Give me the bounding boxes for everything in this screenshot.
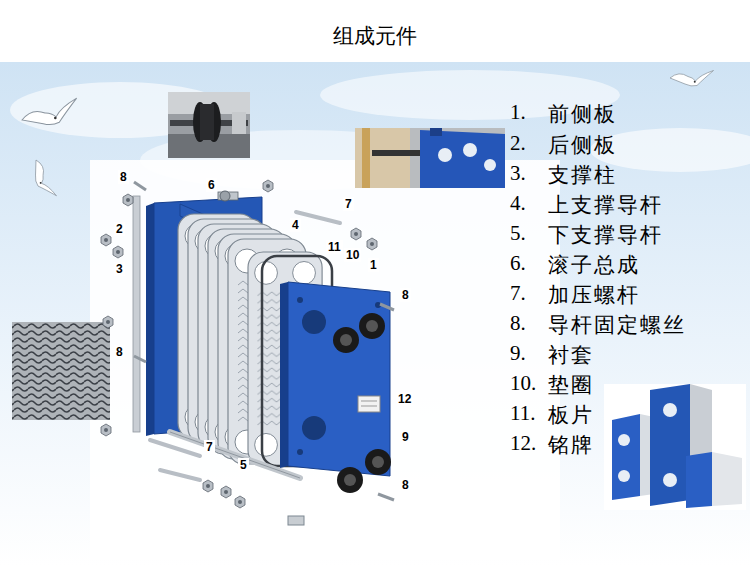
list-item: 前侧板	[548, 100, 617, 128]
list-item: 上支撑导杆	[548, 191, 663, 219]
callout-number: 5	[238, 458, 249, 472]
callout-number: 8	[400, 478, 411, 492]
list-number: 3.	[510, 161, 526, 186]
callout-number: 11	[326, 240, 343, 254]
callout-number: 10	[344, 248, 361, 262]
list-item: 下支撑导杆	[548, 221, 663, 249]
callout-number: 2	[114, 222, 125, 236]
callout-number: 9	[400, 430, 411, 444]
list-item: 铭牌	[548, 431, 594, 459]
list-item: 滚子总成	[548, 251, 640, 279]
callout-number: 7	[204, 440, 215, 454]
callout-number: 8	[114, 345, 125, 359]
callout-number: 8	[400, 288, 411, 302]
list-number: 12.	[510, 431, 536, 456]
list-item: 支撑柱	[548, 161, 617, 189]
list-number: 6.	[510, 251, 526, 276]
list-item: 加压螺杆	[548, 281, 640, 309]
callout-number: 6	[206, 178, 217, 192]
list-item: 板片	[548, 401, 594, 429]
list-number: 11.	[510, 401, 535, 426]
list-number: 1.	[510, 100, 526, 125]
list-number: 7.	[510, 281, 526, 306]
callout-number: 12	[396, 392, 413, 406]
callout-number: 8	[118, 170, 129, 184]
list-item: 衬套	[548, 341, 594, 369]
list-item: 导杆固定螺丝	[548, 311, 686, 339]
callout-number: 3	[114, 262, 125, 276]
list-number: 2.	[510, 131, 526, 156]
callout-number: 4	[290, 218, 301, 232]
list-item: 垫圈	[548, 371, 594, 399]
list-item: 后侧板	[548, 131, 617, 159]
callout-number: 7	[343, 197, 354, 211]
list-number: 4.	[510, 191, 526, 216]
slide-title: 组成元件	[333, 22, 417, 50]
callout-number: 1	[368, 258, 379, 272]
list-number: 8.	[510, 311, 526, 336]
list-number: 9.	[510, 341, 526, 366]
list-number: 10.	[510, 371, 536, 396]
list-number: 5.	[510, 221, 526, 246]
